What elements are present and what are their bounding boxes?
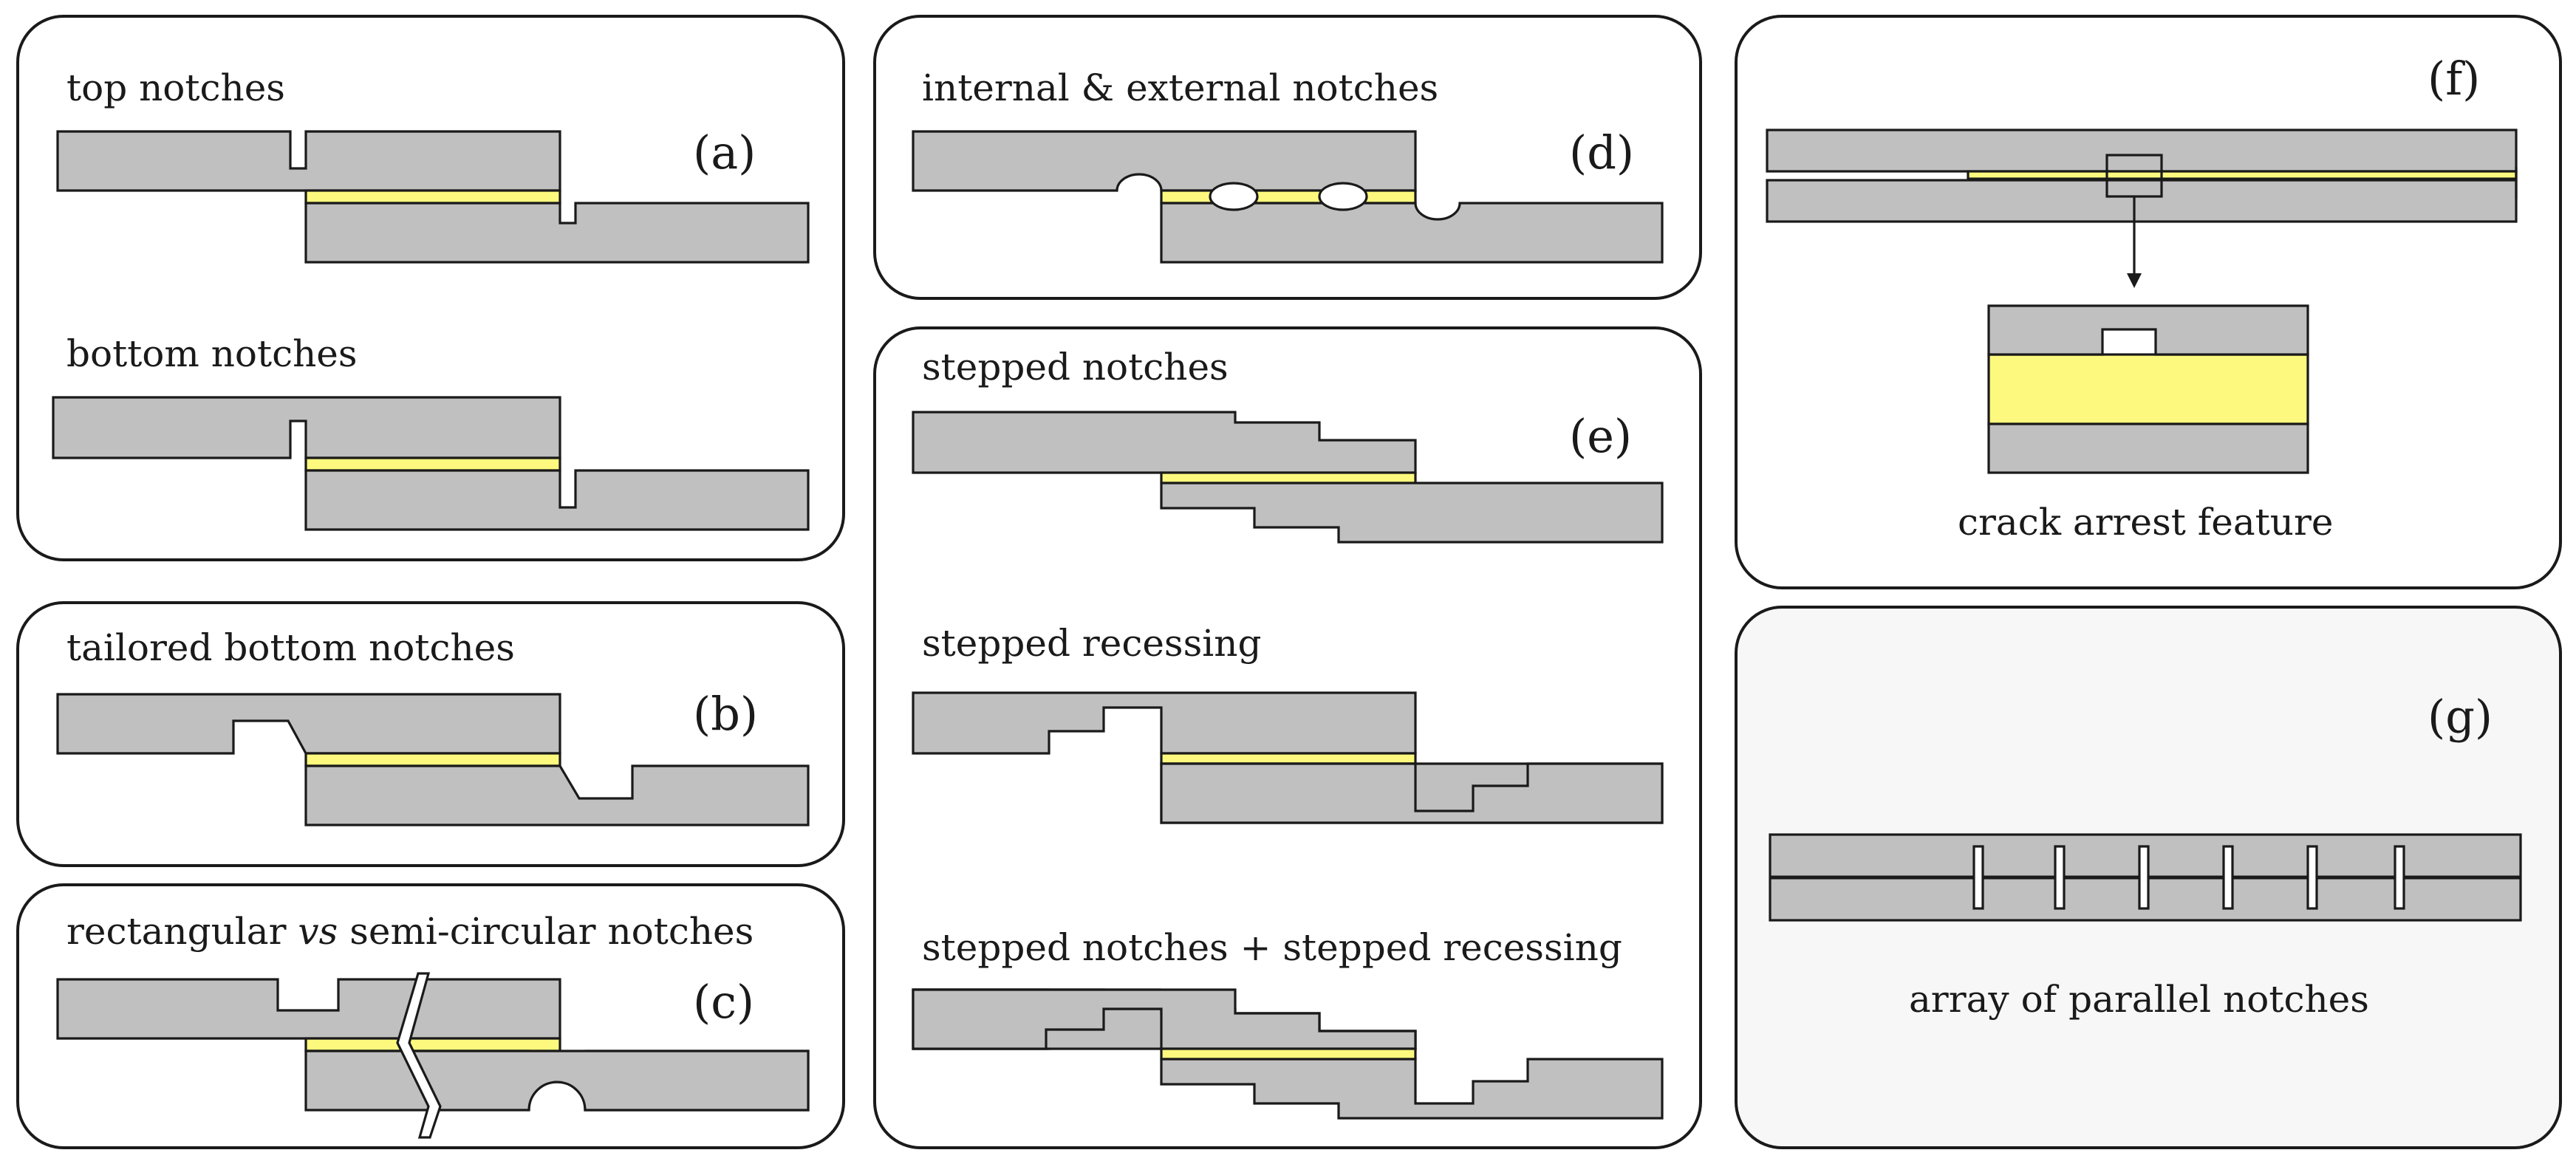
stepped-recessing-joint — [912, 691, 1664, 824]
adhesive-layer — [1160, 189, 1417, 205]
panel-a-label-top: top notches — [66, 66, 285, 109]
panel-d: (d) internal & external notches — [873, 15, 1702, 300]
panel-f: (f) crack arrest feature — [1735, 15, 2562, 589]
panel-g-label: array of parallel notches — [1909, 978, 2369, 1021]
detail-adhesive — [1987, 353, 2309, 425]
adhesive-layer — [1160, 752, 1417, 765]
adhesive-layer — [1160, 471, 1417, 485]
parallel-notch-3 — [2138, 845, 2150, 910]
detail-upper-adherend — [1987, 304, 2309, 356]
lower-adherend — [1766, 179, 2518, 223]
internal-external-notches-joint — [912, 130, 1664, 264]
lower-adherend — [1160, 482, 1664, 544]
panel-c-label-post: semi-circular notches — [338, 910, 754, 953]
panel-b: (b) tailored bottom notches — [16, 601, 845, 867]
upper-adherend — [912, 691, 1417, 755]
panel-b-tag: (b) — [693, 687, 758, 741]
adhesive-layer — [304, 752, 561, 767]
break-symbol — [396, 972, 442, 1139]
panel-d-label: internal & external notches — [922, 66, 1438, 109]
adhesive-layer — [1967, 170, 2518, 180]
panel-c-label-vs: vs — [298, 910, 338, 953]
panel-b-label: tailored bottom notches — [66, 626, 515, 669]
stepped-notches-recessing-joint — [912, 988, 1664, 1120]
lower-adherend — [304, 764, 810, 826]
tailored-bottom-notches-joint — [56, 693, 810, 826]
upper-adherend — [56, 693, 561, 755]
upper-adherend — [56, 130, 561, 192]
internal-notch-2 — [1318, 182, 1368, 211]
lower-adherend-stepped — [1160, 762, 1664, 824]
top-notches-joint — [56, 130, 810, 264]
panel-e-label-1: stepped notches — [922, 346, 1229, 388]
parallel-notches-joint — [1769, 833, 2522, 922]
adhesive-layer — [304, 189, 561, 205]
panel-c-tag: (c) — [693, 975, 754, 1029]
panel-a-label-bottom: bottom notches — [66, 332, 358, 375]
adhesive-layer — [304, 1037, 561, 1052]
detail-arrow-head — [2127, 273, 2142, 288]
crack-arrest-detail — [1987, 304, 2309, 474]
parallel-notch-2 — [2054, 845, 2066, 910]
upper-adherend — [912, 411, 1417, 474]
panel-e: (e) stepped notches stepped recessing st… — [873, 326, 1702, 1149]
panel-c-label-pre: rectangular — [66, 910, 298, 953]
stepped-notches-joint — [912, 411, 1664, 544]
lower-adherend — [1160, 202, 1664, 264]
bottom-notches-joint — [52, 396, 810, 531]
panel-f-tag: (f) — [2428, 52, 2480, 106]
detail-lower-adherend — [1987, 422, 2309, 474]
panel-g-tag: (g) — [2428, 690, 2493, 744]
upper-adherend — [912, 130, 1417, 192]
panel-c: (c) rectangular vs semi-circular notches — [16, 883, 845, 1149]
panel-e-tag: (e) — [1569, 409, 1632, 463]
panel-g: (g) array of parallel notches — [1735, 606, 2562, 1149]
adhesive-layer — [1160, 1047, 1417, 1061]
parallel-notch-1 — [1972, 845, 1984, 910]
panel-c-label: rectangular vs semi-circular notches — [66, 910, 754, 953]
upper-adherend — [56, 978, 561, 1040]
panel-e-label-3: stepped notches + stepped recessing — [922, 926, 1622, 969]
panel-a: (a) top notches bottom notches — [16, 15, 845, 561]
upper-adherend — [52, 396, 561, 459]
parallel-notch-4 — [2222, 845, 2234, 910]
panel-a-tag: (a) — [693, 126, 756, 179]
lower-adherend — [1160, 1058, 1664, 1120]
internal-notch-1 — [1209, 182, 1259, 211]
panel-e-label-2: stepped recessing — [922, 622, 1261, 665]
lower-adherend — [304, 469, 810, 531]
lower-adherend — [304, 202, 810, 264]
upper-adherend — [1766, 129, 2518, 173]
crack-arrest-joint — [1766, 129, 2518, 288]
adhesive-layer — [304, 456, 561, 472]
parallel-notch-5 — [2306, 845, 2318, 910]
panel-d-tag: (d) — [1569, 126, 1634, 179]
panel-f-label: crack arrest feature — [1958, 501, 2333, 544]
rectangular-vs-semicircular-joint — [56, 972, 810, 1139]
parallel-notch-6 — [2394, 845, 2405, 910]
